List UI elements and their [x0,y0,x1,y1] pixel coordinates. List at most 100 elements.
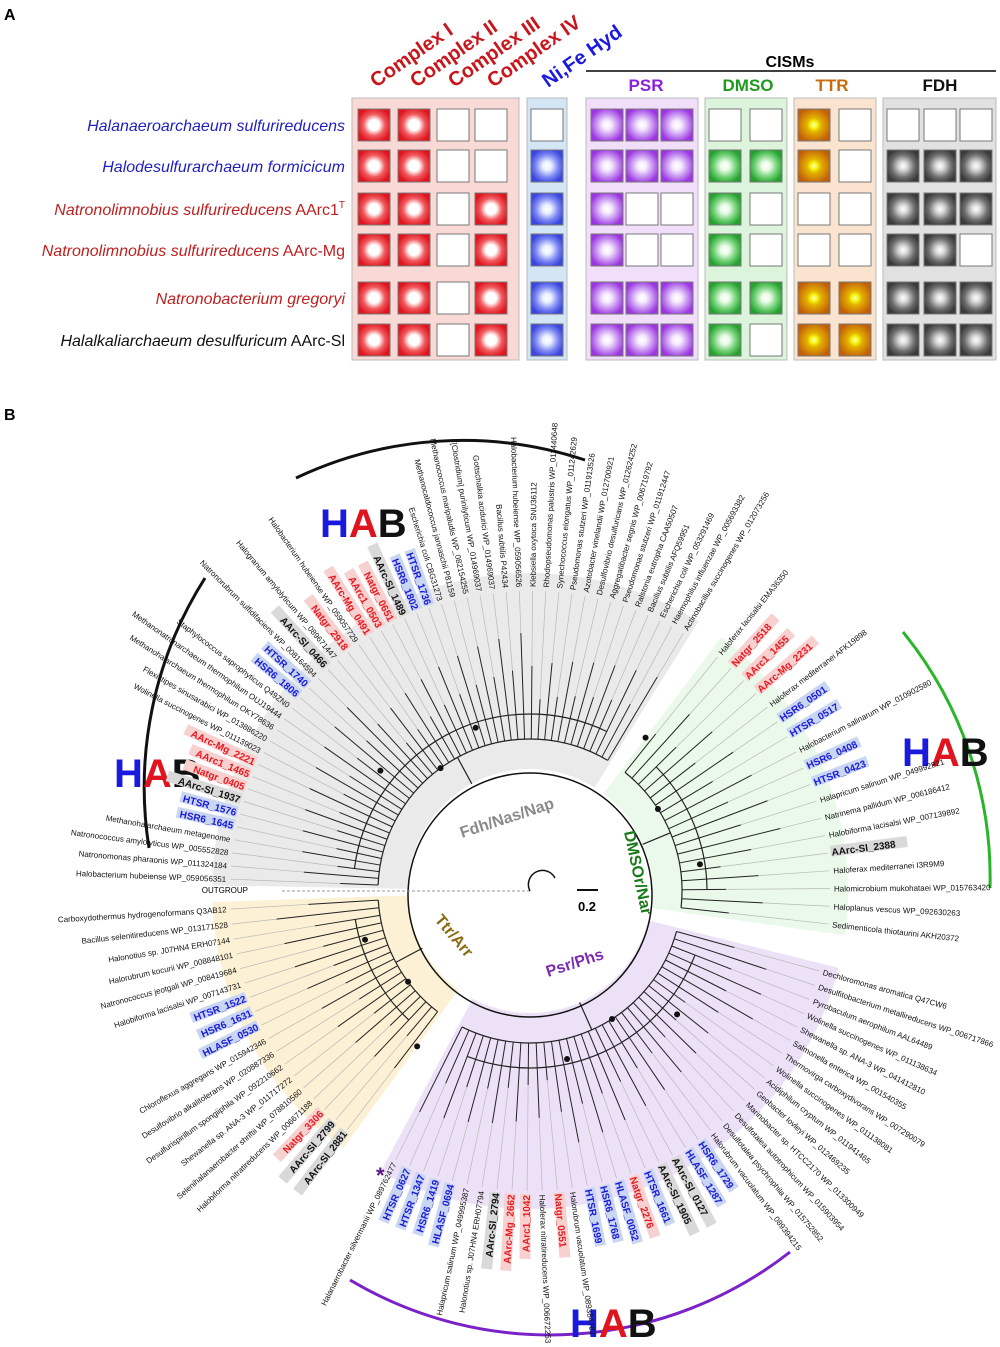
bootstrap-node [609,1015,616,1022]
cisms-label: CISMs [766,54,815,71]
leaf-guide [428,608,460,695]
leaf-branch [664,774,752,822]
fdh-cell-absent [959,108,993,142]
fdh-cell-present [886,323,920,357]
leaf-branch [580,1033,603,1094]
psr-cell-present [625,108,659,142]
leaf-guide [284,718,325,748]
leaf-guide [762,902,830,907]
leaf-guide [263,752,344,795]
leaf-branch [638,746,677,785]
leaf-branch [520,633,526,740]
leaf-branch [373,984,411,1014]
complex-cell-present [397,108,431,142]
leaf-highlight [182,759,248,792]
dmso-cell-present [708,281,742,315]
leaf-highlight [803,736,862,771]
leaf-highlight [250,652,303,700]
leaf-guide [614,610,637,666]
arc-fdh-hab-left [142,577,207,849]
leaf-highlight [519,1193,532,1260]
leaf-branch [390,707,439,771]
leaf-guide [276,729,350,777]
tree-leaf: Halobacterium hubeiense WP_059056351 [76,869,227,884]
psr-cell-present [660,149,694,183]
psr-cell-present [625,323,659,357]
leaf-highlight [367,542,410,618]
leaf-highlight [753,635,820,695]
fdh-cell-present [959,323,993,357]
leaf-branch [676,930,735,948]
leaf-guide [479,595,495,678]
leaf-highlight [278,1117,337,1184]
leaf-branch [648,985,709,1034]
leaf-guide [233,925,315,940]
leaf-guide [249,965,334,998]
leaf-label: Haloferax nitratireducens WP_006672253 [537,1195,552,1344]
root-arc [527,869,556,892]
leaf-branch [307,951,391,990]
leaf-guide [236,943,285,955]
tree-branches [230,591,830,1191]
leaf-guide [656,632,684,678]
fdh-cell-present [886,281,920,315]
leaf-label: Halobacterium hubeiense WP_059056351 [76,869,227,884]
leaf-guide [651,1052,711,1131]
leaf-guide [453,600,477,685]
nife-hyd-cell-present [530,281,564,315]
leaf-guide [230,903,309,910]
organism-name: Halalkaliarchaeum desulfuricum AArc-Sl [60,333,345,350]
leaf-guide [392,624,422,680]
asterisk-marker: * [376,1163,385,1188]
leaf-guide [232,852,338,867]
leaf-guide [252,776,340,813]
leaf-branch [339,811,390,834]
leaf-guide [239,813,303,832]
complex-cell-absent [436,192,470,226]
leaf-guide [675,1019,756,1090]
leaf-label: AArc1_1042 [521,1194,533,1252]
organism-name: Halanaeroarchaeum sulfurireducens [87,118,345,135]
dmso-cell-absent [749,233,783,267]
leaf-branch [677,827,781,855]
leaf-branch [576,696,594,747]
inner-ring [407,772,653,1018]
ttr-cell-absent [797,192,831,226]
leaf-branch [445,1030,470,1084]
leaf-branch [653,979,686,1003]
psr-cell-present [660,108,694,142]
tree-leaf: Sedimenticola thiotaurini AKH20372 [832,920,960,943]
leaf-guide [276,998,360,1052]
complex-cell-absent [474,149,508,183]
leaf-guide [481,1122,493,1188]
complex-cell-absent [436,149,470,183]
leaf-guide [324,1056,375,1110]
fdh-cell-present [923,281,957,315]
leaf-branch [665,959,727,992]
dmso-cell-present [749,281,783,315]
leaf-guide [505,591,513,671]
fdh-cell-present [923,192,957,226]
leaf-branch [573,1036,604,1133]
leaf-branch [638,996,697,1054]
leaf-guide [293,1012,375,1077]
leaf-branch [284,922,382,945]
leaf-branch [595,670,637,755]
leaf-highlight [179,791,239,818]
leaf-guide [526,1084,529,1191]
leaf-guide [695,707,768,764]
leaf-highlight [293,1127,349,1196]
psr-group-bg [585,97,699,361]
leaf-branch [346,707,424,784]
leaf-branch [680,866,721,873]
leaf-guide [767,784,811,802]
leaf-guide [409,1083,447,1166]
leaf-highlight [670,1154,717,1228]
leaf-highlight [395,1171,427,1231]
leaf-highlight [270,605,331,670]
psr-cell-present [625,281,659,315]
ttr-cell-present [797,108,831,142]
leaf-branch [377,723,428,780]
ttr-cell-present [838,281,872,315]
leaf-branch [493,676,506,742]
